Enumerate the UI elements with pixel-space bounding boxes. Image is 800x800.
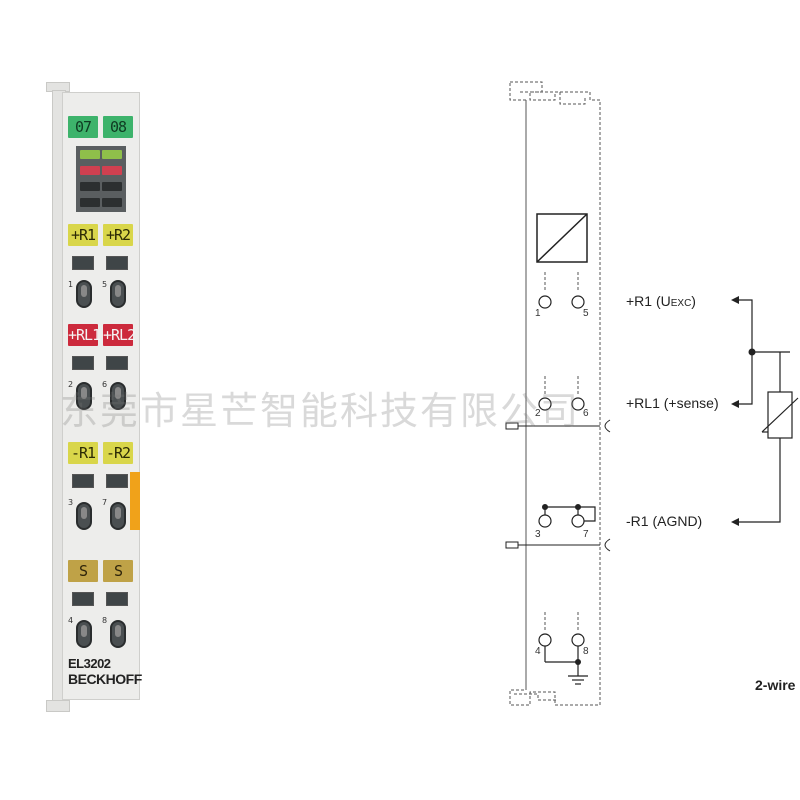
watermark-text: 东莞市星芒智能科技有限公司 xyxy=(60,389,581,433)
label-plus-r1-uexc: +R1 (UEXC) xyxy=(626,293,696,309)
module-pin-4: 4 xyxy=(68,616,74,625)
wire-entry-8[interactable] xyxy=(110,620,126,648)
terminal-4 xyxy=(538,633,552,647)
module-pin-2: 2 xyxy=(68,380,74,389)
schematic-num-6: 6 xyxy=(583,408,589,419)
terminal-3 xyxy=(538,514,552,528)
wire-entry-1[interactable] xyxy=(76,280,92,308)
schematic-num-2: 2 xyxy=(535,408,541,419)
module-pin-7: 7 xyxy=(102,498,108,507)
label-minus-r1-agnd: -R1 (AGND) xyxy=(626,513,703,529)
terminal-7 xyxy=(571,514,585,528)
led-error-1 xyxy=(80,166,100,175)
module-pin-8: 8 xyxy=(102,616,108,625)
module-outline xyxy=(509,81,601,706)
release-tab-8[interactable] xyxy=(106,592,128,606)
schematic-num-7: 7 xyxy=(583,529,589,540)
tag-plus-r2: +R2 xyxy=(103,224,133,246)
tag-minus-r1: -R1 xyxy=(68,442,98,464)
tag-plus-r1: +R1 xyxy=(68,224,98,246)
module-pin-6: 6 xyxy=(102,380,108,389)
tag-minus-r2: -R2 xyxy=(103,442,133,464)
led-run-1 xyxy=(80,150,100,159)
terminal-5 xyxy=(571,295,585,309)
wire-entry-7[interactable] xyxy=(110,502,126,530)
led-off-3 xyxy=(80,198,100,207)
wire-entry-5[interactable] xyxy=(110,280,126,308)
wire-entry-3[interactable] xyxy=(76,502,92,530)
release-tab-4[interactable] xyxy=(72,592,94,606)
schematic-num-4: 4 xyxy=(535,646,541,657)
module-pin-3: 3 xyxy=(68,498,74,507)
tag-channel-08: 08 xyxy=(103,116,133,138)
led-run-2 xyxy=(102,150,122,159)
terminal-module: 07 08 +R1 +R2 1 5 +RL1 +RL2 2 6 -R1 -R2 … xyxy=(46,82,142,712)
terminal-8 xyxy=(571,633,585,647)
release-tab-7[interactable] xyxy=(106,474,128,488)
wire-entry-4[interactable] xyxy=(76,620,92,648)
release-tab-3[interactable] xyxy=(72,474,94,488)
release-tab-5[interactable] xyxy=(106,256,128,270)
caption-2-wire: 2-wire xyxy=(755,677,796,693)
label-plus-rl1-sense: +RL1 (+sense) xyxy=(626,395,719,411)
schematic-num-3: 3 xyxy=(535,529,541,540)
terminal-2 xyxy=(538,397,552,411)
schematic-num-5: 5 xyxy=(583,308,589,319)
led-off-1 xyxy=(80,182,100,191)
terminal-6 xyxy=(571,397,585,411)
label-plus-r1-text: +R1 (U xyxy=(626,293,671,309)
release-tab-1[interactable] xyxy=(72,256,94,270)
tag-plus-rl1: +RL1 xyxy=(68,324,101,346)
led-off-4 xyxy=(102,198,122,207)
rail-clip-bottom xyxy=(46,700,70,712)
tag-shield-1: S xyxy=(68,560,98,582)
schematic-num-8: 8 xyxy=(583,646,589,657)
wire-entry-6[interactable] xyxy=(110,382,126,410)
led-error-2 xyxy=(102,166,122,175)
tag-shield-2: S xyxy=(103,560,133,582)
terminal-1 xyxy=(538,295,552,309)
release-tab-2[interactable] xyxy=(72,356,94,370)
wire-entry-2[interactable] xyxy=(76,382,92,410)
label-exc-subscript: EXC xyxy=(670,298,692,309)
tag-plus-rl2: +RL2 xyxy=(103,324,136,346)
orange-latch[interactable] xyxy=(130,472,140,530)
tag-channel-07: 07 xyxy=(68,116,98,138)
release-tab-6[interactable] xyxy=(106,356,128,370)
module-pin-5: 5 xyxy=(102,280,108,289)
label-close-paren: ) xyxy=(691,293,696,309)
led-off-2 xyxy=(102,182,122,191)
brand-label: BECKHOFF xyxy=(68,671,142,687)
module-pin-1: 1 xyxy=(68,280,74,289)
schematic-num-1: 1 xyxy=(535,308,541,319)
model-label: EL3202 xyxy=(68,656,111,671)
